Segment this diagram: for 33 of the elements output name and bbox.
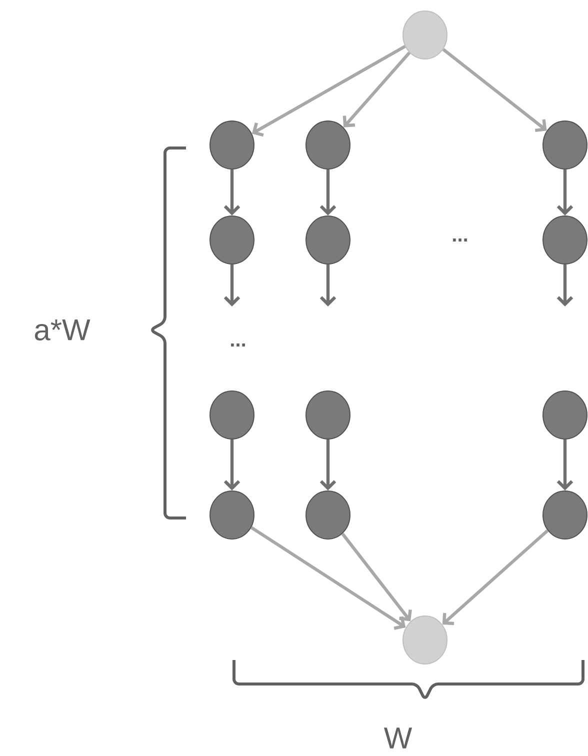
node-circle <box>402 616 448 664</box>
node-circle <box>306 390 350 440</box>
node-circle <box>542 490 588 540</box>
node-circle <box>306 120 350 170</box>
node-circle <box>542 390 588 440</box>
node-circle <box>210 120 254 170</box>
arrow <box>556 170 574 216</box>
arrow <box>320 264 336 306</box>
label: W <box>384 728 412 748</box>
arrow <box>442 48 547 132</box>
arrow <box>341 532 412 622</box>
node-circle <box>210 490 254 540</box>
arrow <box>224 264 240 306</box>
node-circle <box>542 120 588 170</box>
arrow <box>250 526 406 630</box>
arrow <box>556 440 574 490</box>
arrow <box>556 264 574 306</box>
arrow <box>224 170 240 216</box>
node-circle <box>306 490 350 540</box>
arrow <box>224 440 240 490</box>
label: ... <box>231 344 245 346</box>
arrow <box>320 440 336 490</box>
node-circle <box>210 216 254 264</box>
arrow <box>320 170 336 216</box>
arrow <box>442 529 549 626</box>
label: ... <box>453 238 467 242</box>
label: a*W <box>34 320 90 340</box>
node-circle <box>306 216 350 264</box>
node-circle <box>542 216 588 264</box>
arrow <box>342 52 411 128</box>
node-circle <box>402 10 448 60</box>
node-circle <box>210 390 254 440</box>
arrow <box>252 44 406 137</box>
